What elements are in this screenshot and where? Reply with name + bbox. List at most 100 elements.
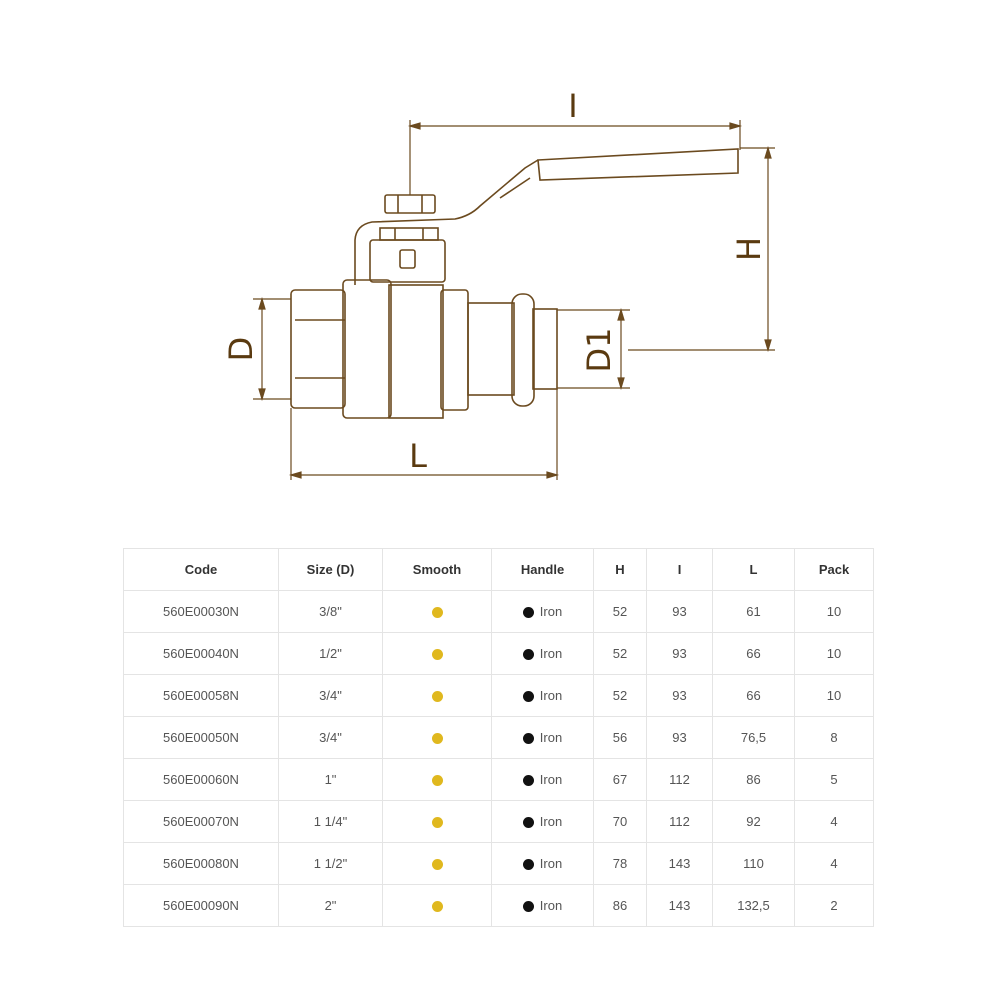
cell-handle: Iron bbox=[491, 800, 594, 843]
stem-nut bbox=[384, 194, 436, 214]
cell-smooth bbox=[382, 842, 492, 885]
handle-dot-icon bbox=[522, 690, 534, 702]
cell-h: 67 bbox=[593, 758, 647, 801]
cell-code: 560E00040N bbox=[123, 632, 279, 675]
cell-code: 560E00070N bbox=[123, 800, 279, 843]
cell-h: 52 bbox=[593, 674, 647, 717]
cell-i: 93 bbox=[646, 716, 713, 759]
dim-label-h: H bbox=[730, 237, 768, 261]
cell-h: 52 bbox=[593, 590, 647, 633]
cell-code: 560E00030N bbox=[123, 590, 279, 633]
handle-dot-icon bbox=[522, 816, 534, 828]
body-left bbox=[342, 279, 392, 419]
smooth-dot-icon bbox=[431, 901, 443, 913]
smooth-dot-icon bbox=[431, 691, 443, 703]
cell-pack: 10 bbox=[794, 590, 874, 633]
cell-size: 1" bbox=[278, 758, 383, 801]
cell-size: 3/8" bbox=[278, 590, 383, 633]
cell-pack: 4 bbox=[794, 842, 874, 885]
handle-dot-icon bbox=[522, 648, 534, 660]
smooth-dot-icon bbox=[431, 775, 443, 787]
cell-handle: Iron bbox=[491, 884, 594, 927]
cell-size: 1/2" bbox=[278, 632, 383, 675]
cell-size: 1 1/4" bbox=[278, 800, 383, 843]
handle-dot-icon bbox=[522, 606, 534, 618]
handle-dot-icon bbox=[522, 774, 534, 786]
body-center bbox=[388, 284, 444, 419]
lever-grip bbox=[537, 148, 739, 181]
cell-h: 70 bbox=[593, 800, 647, 843]
cell-smooth bbox=[382, 800, 492, 843]
cell-code: 560E00050N bbox=[123, 716, 279, 759]
handle-dot-icon bbox=[522, 732, 534, 744]
cell-l: 76,5 bbox=[712, 716, 795, 759]
dim-label-l: L bbox=[409, 437, 427, 475]
cell-pack: 10 bbox=[794, 674, 874, 717]
cell-handle: Iron bbox=[491, 674, 594, 717]
press-end bbox=[532, 308, 558, 390]
stem-washer bbox=[379, 227, 439, 241]
column-header: Handle bbox=[491, 548, 594, 591]
cell-i: 143 bbox=[646, 842, 713, 885]
valve-technical-drawing: I H D D1 L bbox=[222, 87, 775, 480]
column-header: L bbox=[712, 548, 795, 591]
press-sleeve bbox=[467, 302, 515, 396]
cell-size: 3/4" bbox=[278, 674, 383, 717]
cell-h: 56 bbox=[593, 716, 647, 759]
handle-label: Iron bbox=[539, 688, 563, 704]
cell-size: 2" bbox=[278, 884, 383, 927]
cell-h: 78 bbox=[593, 842, 647, 885]
handle-label: Iron bbox=[539, 646, 563, 662]
cell-handle: Iron bbox=[491, 716, 594, 759]
handle-label: Iron bbox=[539, 814, 563, 830]
cell-handle: Iron bbox=[491, 590, 594, 633]
smooth-dot-icon bbox=[431, 859, 443, 871]
cell-l: 66 bbox=[712, 632, 795, 675]
cell-smooth bbox=[382, 884, 492, 927]
cell-smooth bbox=[382, 590, 492, 633]
column-header: Pack bbox=[794, 548, 874, 591]
handle-label: Iron bbox=[539, 856, 563, 872]
cell-handle: Iron bbox=[491, 842, 594, 885]
cell-pack: 2 bbox=[794, 884, 874, 927]
cell-h: 86 bbox=[593, 884, 647, 927]
cell-handle: Iron bbox=[491, 758, 594, 801]
handle-dot-icon bbox=[522, 900, 534, 912]
lever-arm-inner bbox=[499, 177, 531, 199]
cell-code: 560E00080N bbox=[123, 842, 279, 885]
smooth-dot-icon bbox=[431, 607, 443, 619]
handle-label: Iron bbox=[539, 898, 563, 914]
body-right bbox=[440, 289, 469, 411]
smooth-dot-icon bbox=[431, 817, 443, 829]
cell-i: 93 bbox=[646, 674, 713, 717]
cell-l: 66 bbox=[712, 674, 795, 717]
cell-i: 143 bbox=[646, 884, 713, 927]
lever-arm bbox=[354, 159, 539, 285]
smooth-dot-icon bbox=[431, 649, 443, 661]
cell-h: 52 bbox=[593, 632, 647, 675]
dim-label-i: I bbox=[568, 87, 577, 125]
o-ring-bead bbox=[511, 293, 535, 407]
cell-smooth bbox=[382, 632, 492, 675]
valve-diagram-svg: I H D D1 L bbox=[222, 87, 775, 480]
smooth-dot-icon bbox=[431, 733, 443, 745]
cell-size: 1 1/2" bbox=[278, 842, 383, 885]
cell-l: 86 bbox=[712, 758, 795, 801]
cell-pack: 4 bbox=[794, 800, 874, 843]
cell-l: 61 bbox=[712, 590, 795, 633]
cell-smooth bbox=[382, 674, 492, 717]
handle-dot-icon bbox=[522, 858, 534, 870]
cell-smooth bbox=[382, 758, 492, 801]
bonnet bbox=[369, 239, 446, 283]
column-header: H bbox=[593, 548, 647, 591]
cell-size: 3/4" bbox=[278, 716, 383, 759]
female-end bbox=[290, 289, 346, 409]
cell-l: 110 bbox=[712, 842, 795, 885]
cell-i: 93 bbox=[646, 632, 713, 675]
